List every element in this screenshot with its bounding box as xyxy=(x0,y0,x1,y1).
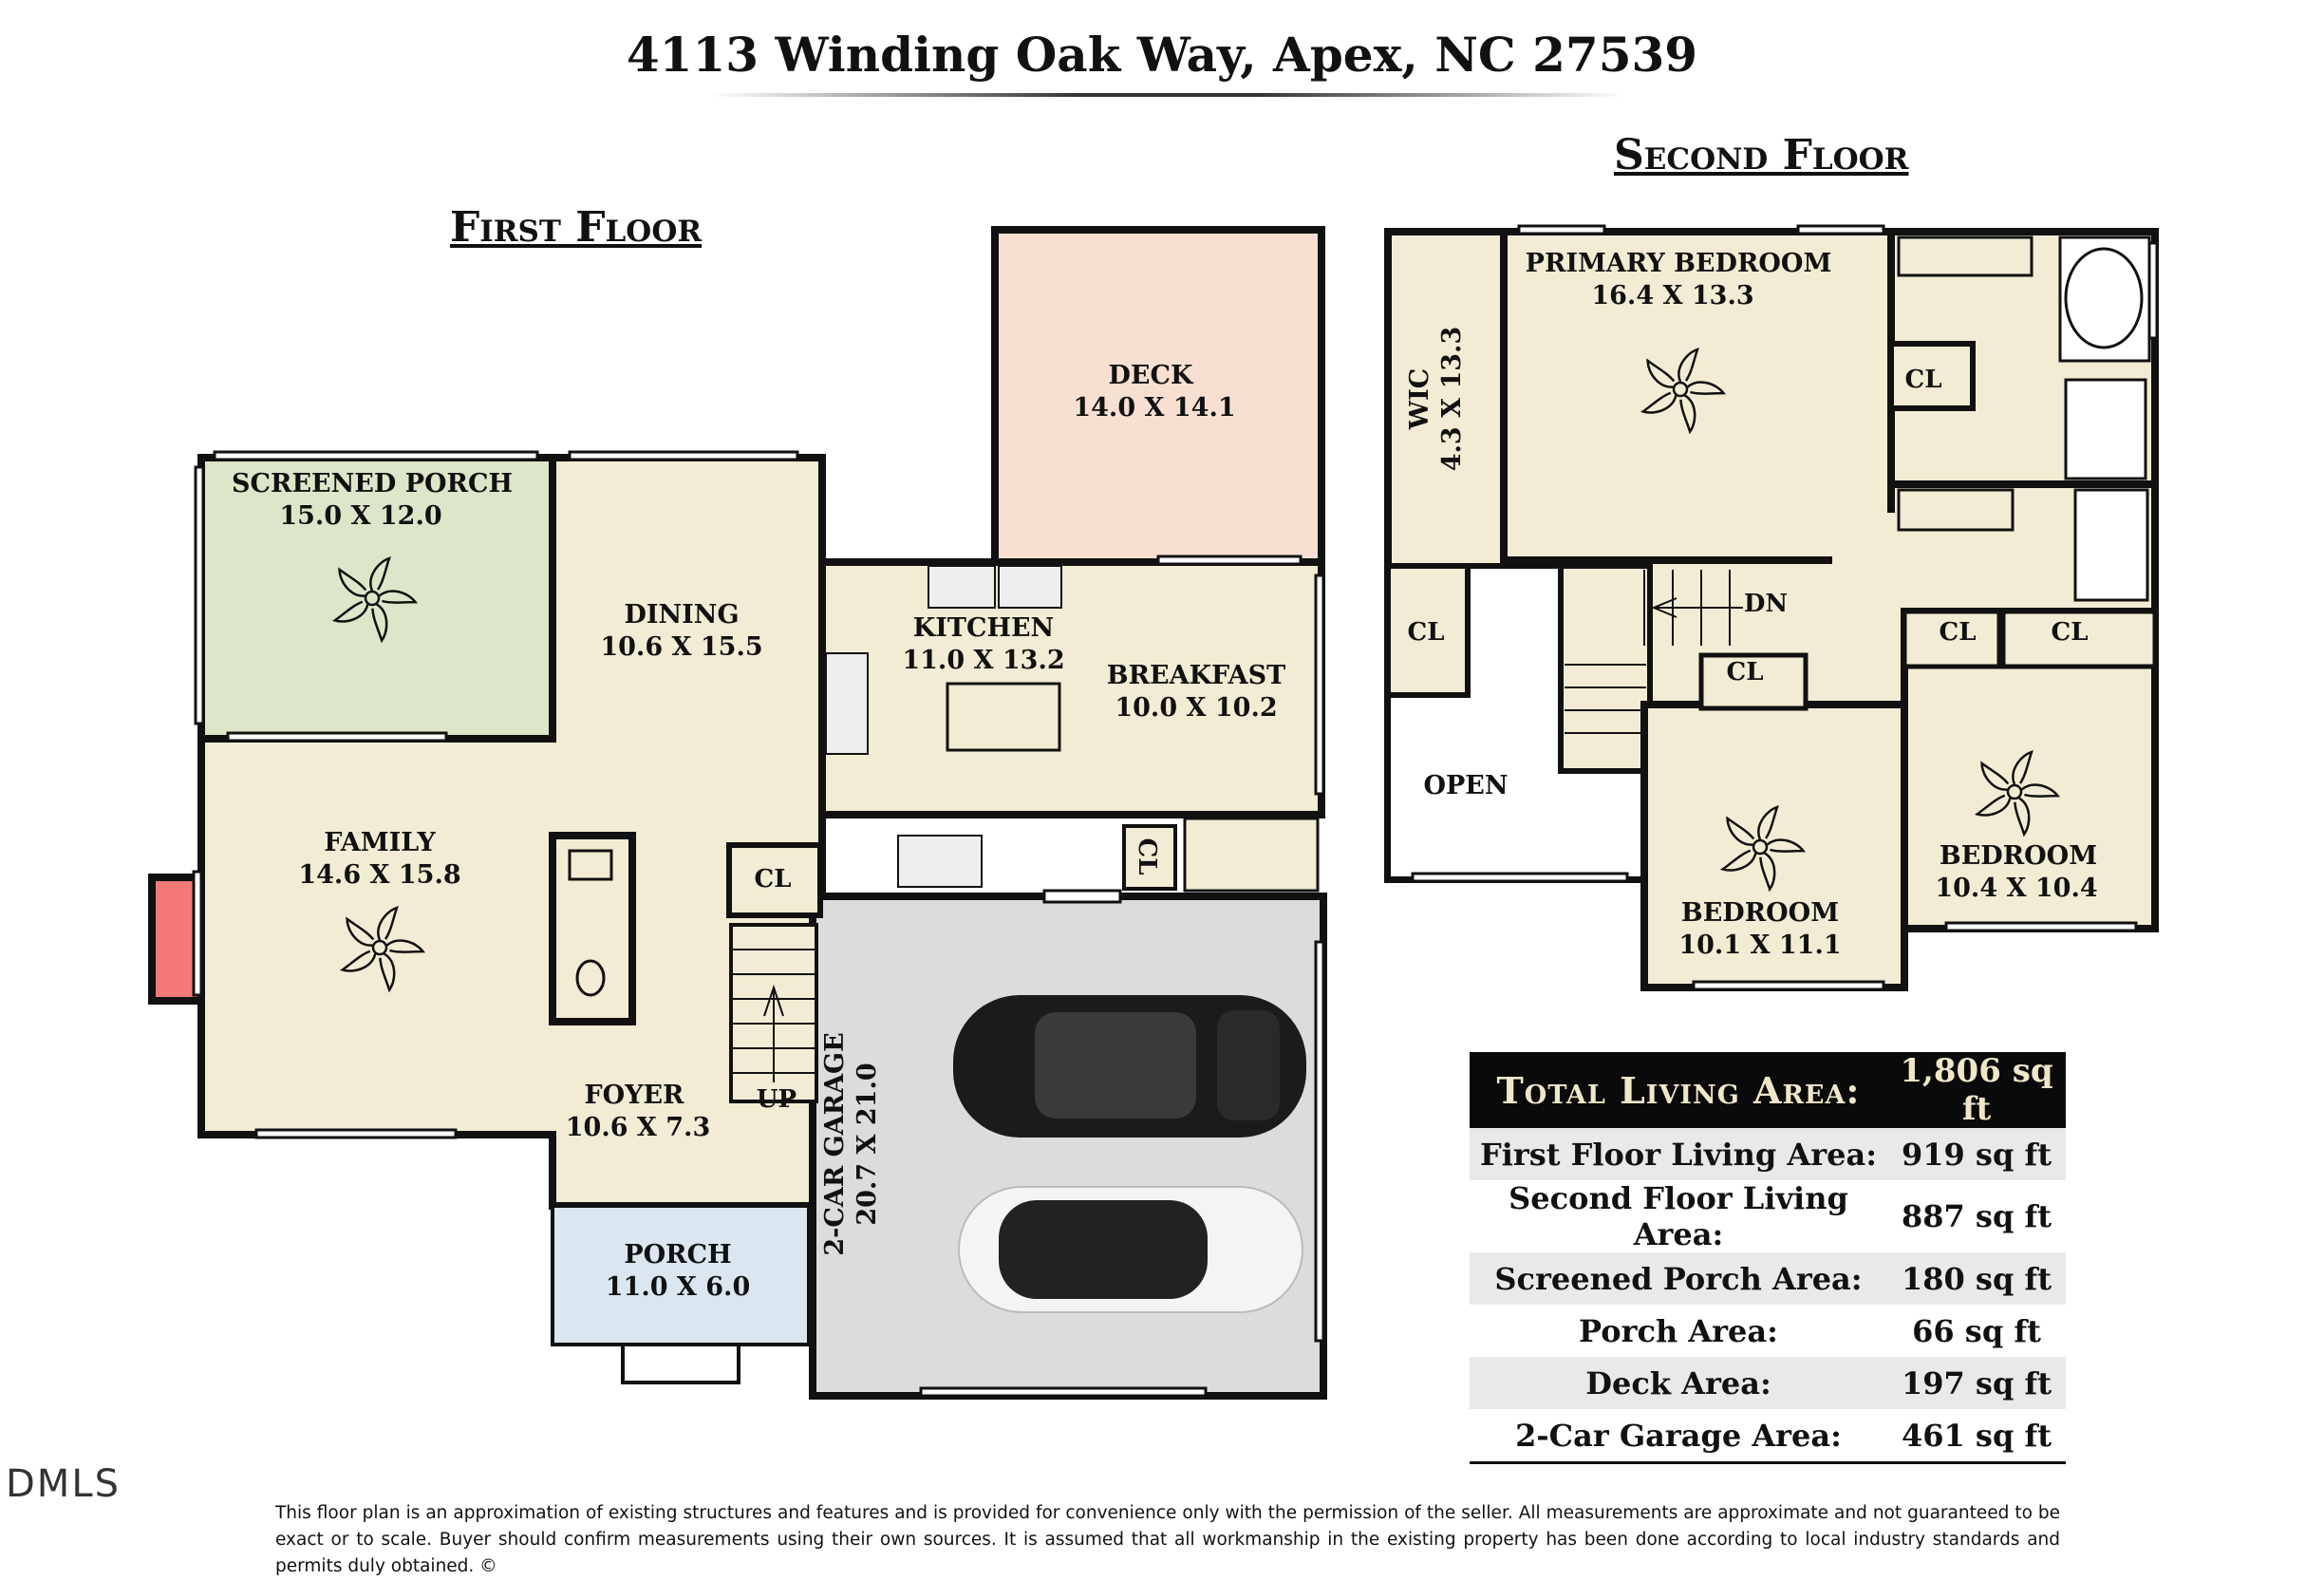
first-floor-closet-label: CL xyxy=(755,865,792,893)
bedroom-1-name: BEDROOM xyxy=(1681,898,1839,928)
screened-porch-dims: 15.0 X 12.0 xyxy=(279,501,441,531)
garage-name: 2-CAR GARAGE xyxy=(820,1032,850,1255)
screened-porch-name: SCREENED PORCH xyxy=(232,469,513,498)
table-row: Second Floor Living Area: 887 sq ft xyxy=(1470,1180,2066,1252)
primary-bedroom-name: PRIMARY BEDROOM xyxy=(1526,249,1832,278)
area-value: 461 sq ft xyxy=(1887,1409,2066,1464)
bedroom-2-closet-label: CL xyxy=(2052,618,2089,647)
kitchen-closet-label: CL xyxy=(1133,838,1161,875)
area-label: Second Floor Living Area: xyxy=(1509,1180,1848,1252)
total-living-area-label: Total Living Area: xyxy=(1470,1052,1887,1128)
area-value: 197 sq ft xyxy=(1887,1357,2066,1409)
porch-step xyxy=(621,1343,740,1384)
breakfast-dims: 10.0 X 10.2 xyxy=(1115,693,1277,723)
black-car xyxy=(953,995,1306,1138)
wic-closet-label: CL xyxy=(1408,618,1445,647)
mls-watermark: DMLS xyxy=(6,1462,121,1506)
porch-name: PORCH xyxy=(624,1240,731,1270)
white-car xyxy=(958,1186,1303,1313)
bedroom-1-dims: 10.1 X 11.1 xyxy=(1678,931,1841,960)
second-floor-plan xyxy=(1384,224,2159,991)
bedroom-1-room xyxy=(1640,701,1908,991)
first-floor-plan xyxy=(148,226,1327,1400)
first-floor-stairs xyxy=(729,923,818,1103)
wic-name: WIC xyxy=(1405,368,1434,430)
table-row: Porch Area: 66 sq ft xyxy=(1470,1305,2066,1357)
foyer-closet xyxy=(726,842,823,918)
breakfast-name: BREAKFAST xyxy=(1107,661,1285,690)
stairs-up-label: UP xyxy=(757,1085,797,1114)
deck-name: DECK xyxy=(1109,361,1194,390)
title-underline xyxy=(712,93,1623,97)
second-floor-heading: Second Floor xyxy=(1614,131,1909,179)
foyer-name: FOYER xyxy=(585,1081,685,1110)
table-row: 2-Car Garage Area: 461 sq ft xyxy=(1470,1409,2066,1464)
dining-dims: 10.6 X 15.5 xyxy=(600,632,762,662)
bedroom-2-dims: 10.4 X 10.4 xyxy=(1935,874,2097,903)
area-label: Deck Area: xyxy=(1470,1357,1887,1409)
table-row: Total Living Area: 1,806 sq ft xyxy=(1470,1052,2066,1128)
family-name: FAMILY xyxy=(324,828,436,857)
stairs-down-label: DN xyxy=(1744,590,1788,618)
dining-name: DINING xyxy=(624,600,739,630)
area-label: First Floor Living Area: xyxy=(1470,1128,1887,1180)
area-value: 887 sq ft xyxy=(1901,1198,2052,1234)
kitchen-name: KITCHEN xyxy=(913,613,1054,643)
screened-porch-room xyxy=(197,454,556,743)
disclaimer-text: This floor plan is an approximation of e… xyxy=(275,1503,2060,1576)
open-label: OPEN xyxy=(1423,771,1508,800)
kitchen-dims: 11.0 X 13.2 xyxy=(902,646,1064,675)
garage-room xyxy=(809,893,1327,1400)
primary-bath-closet-label: CL xyxy=(1905,366,1942,394)
porch-room xyxy=(551,1204,811,1346)
porch-dims: 11.0 X 6.0 xyxy=(606,1272,750,1302)
area-label: 2-Car Garage Area: xyxy=(1470,1409,1887,1464)
half-bath xyxy=(549,832,636,1025)
first-floor-heading: First Floor xyxy=(450,203,703,252)
area-label: Screened Porch Area: xyxy=(1470,1252,1887,1305)
kitchen-island xyxy=(946,682,1061,752)
bedroom-2-name: BEDROOM xyxy=(1940,841,2097,871)
total-living-area-value: 1,806 sq ft xyxy=(1887,1052,2066,1128)
page-title: 4113 Winding Oak Way, Apex, NC 27539 xyxy=(626,27,1698,83)
area-value: 66 sq ft xyxy=(1912,1312,2041,1349)
garage-dims: 20.7 X 21.0 xyxy=(853,1063,882,1225)
area-value: 919 sq ft xyxy=(1887,1128,2066,1180)
foyer-dims: 10.6 X 7.3 xyxy=(566,1113,710,1142)
deck-dims: 14.0 X 14.1 xyxy=(1073,393,1235,423)
hall-closet-label: CL xyxy=(1940,618,1977,647)
area-summary-table: Total Living Area: 1,806 sq ft First Flo… xyxy=(1470,1052,2066,1464)
primary-bedroom-dims: 16.4 X 13.3 xyxy=(1591,281,1753,310)
area-value: 180 sq ft xyxy=(1887,1252,2066,1305)
table-row: First Floor Living Area: 919 sq ft xyxy=(1470,1128,2066,1180)
bedroom-1-closet-label: CL xyxy=(1727,658,1764,687)
table-row: Screened Porch Area: 180 sq ft xyxy=(1470,1252,2066,1305)
wic-dims: 4.3 X 13.3 xyxy=(1437,327,1467,471)
family-dims: 14.6 X 15.8 xyxy=(298,860,460,890)
second-floor-stairs xyxy=(1558,563,1653,774)
area-label: Porch Area: xyxy=(1579,1312,1778,1349)
table-row: Deck Area: 197 sq ft xyxy=(1470,1357,2066,1409)
